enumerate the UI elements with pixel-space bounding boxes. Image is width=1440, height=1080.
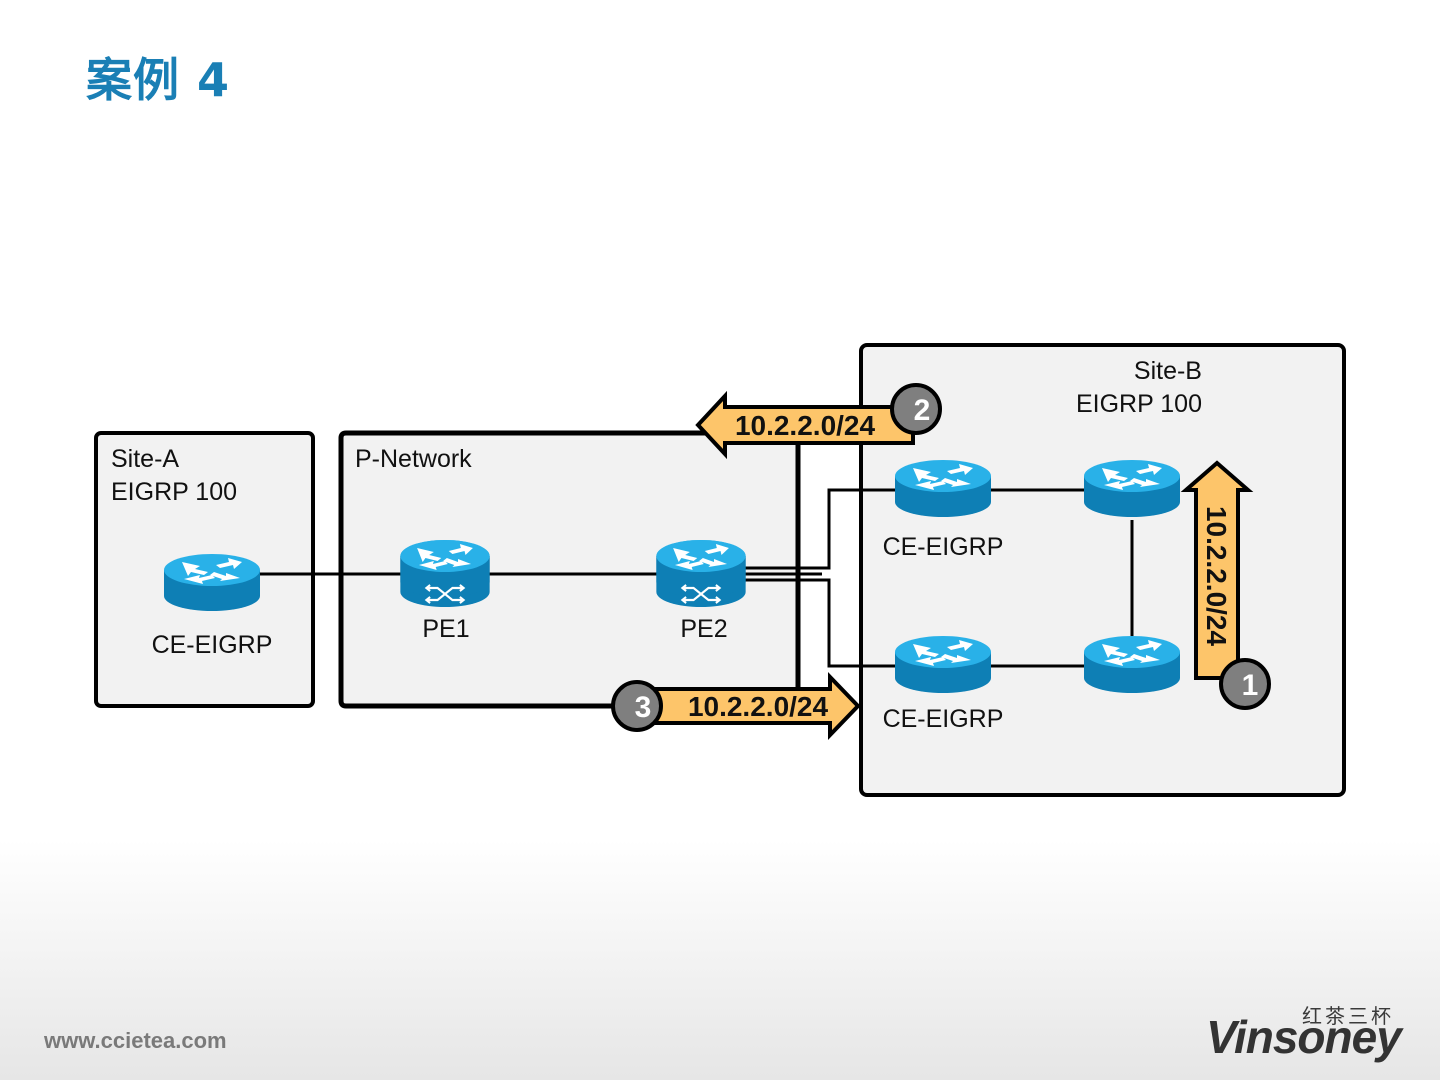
step-badge-1 [1219, 658, 1271, 710]
site-a-name: Site-A [111, 445, 179, 473]
arrow-left-shape [695, 390, 915, 460]
pe2-label: PE2 [680, 615, 727, 643]
route-3-prefix: 10.2.2.0/24 [688, 691, 829, 722]
site-b-name: Site-B [1134, 357, 1202, 385]
link-pe2-ce-b-top [745, 488, 895, 570]
brand-logo: Vinsoney [1206, 1011, 1402, 1063]
ce-site-a-label: CE-EIGRP [152, 631, 273, 659]
step-2-number: 2 [914, 394, 931, 427]
pe1-label: PE1 [422, 615, 469, 643]
site-a-protocol: EIGRP 100 [111, 478, 237, 506]
router-site-b-internal-top[interactable] [1084, 460, 1180, 517]
arrow-right-shape [638, 672, 861, 740]
route-advert-3: 10.2.2.0/24 3 [611, 672, 861, 740]
ce-site-b-bottom-label: CE-EIGRP [883, 705, 1004, 733]
route-advert-1: 10.2.2.0/24 1 [1180, 460, 1271, 710]
ce-site-b-top-label: CE-EIGRP [883, 533, 1004, 561]
route-1-prefix: 10.2.2.0/24 [1201, 506, 1232, 647]
route-2-prefix: 10.2.2.0/24 [735, 410, 876, 441]
arrow-up-shape [1180, 460, 1254, 680]
router-site-b-internal-bottom[interactable] [1084, 636, 1180, 693]
step-badge-2 [890, 383, 942, 435]
route-advert-2: 10.2.2.0/24 2 [695, 383, 942, 460]
footer-website-link[interactable]: www.ccietea.com [44, 1028, 227, 1053]
step-1-number: 1 [1242, 669, 1259, 702]
links [258, 488, 1134, 668]
router-pe2[interactable] [656, 540, 746, 607]
page-title: 案例 4 [86, 53, 231, 107]
link-pe2-ce-b-bottom [745, 578, 895, 668]
site-b-protocol: EIGRP 100 [1076, 390, 1202, 418]
router-pe1[interactable] [400, 540, 490, 607]
router-ce-site-b-top[interactable] [895, 460, 991, 517]
p-network-border [338, 430, 798, 709]
brand-chinese-name: 红茶三杯 [1302, 1004, 1394, 1028]
step-badge-3 [611, 680, 663, 732]
p-network-name: P-Network [355, 445, 472, 473]
router-ce-site-a[interactable] [164, 554, 260, 611]
step-3-number: 3 [635, 691, 652, 724]
router-ce-site-b-bottom[interactable] [895, 636, 991, 693]
